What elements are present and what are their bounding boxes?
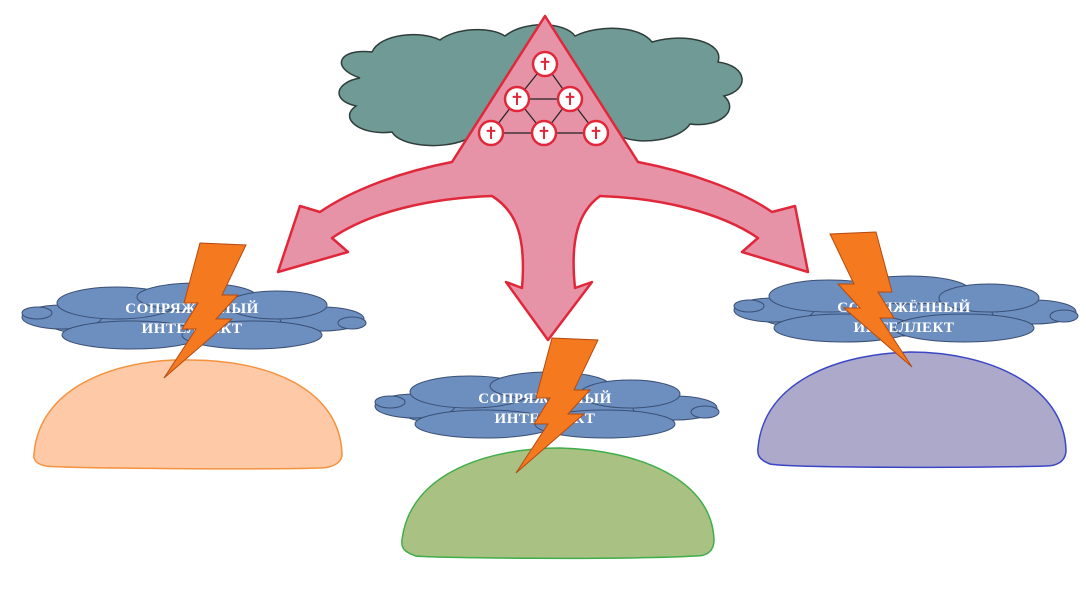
cross-node-icon: ✝ [530, 119, 558, 147]
dome-center [401, 447, 715, 560]
cross-node-icon: ✝ [503, 85, 531, 113]
cloud-right: СОПРЯЖЁННЫЙ ИНТЕЛЛЕКТ [733, 275, 1079, 343]
svg-text:✝: ✝ [563, 90, 577, 110]
svg-text:✝: ✝ [510, 90, 524, 110]
dome-right [757, 351, 1067, 469]
cross-node-icon: ✝ [477, 119, 505, 147]
svg-text:✝: ✝ [537, 124, 551, 144]
cross-node-icon: ✝ [531, 50, 559, 78]
three-way-arrow [276, 14, 810, 342]
dome-left [33, 359, 343, 470]
cross-node-icon: ✝ [582, 119, 610, 147]
cross-node-icon: ✝ [556, 85, 584, 113]
svg-text:✝: ✝ [538, 55, 552, 75]
svg-text:✝: ✝ [484, 124, 498, 144]
svg-text:✝: ✝ [589, 124, 603, 144]
cross-nodes: ✝ ✝ ✝ ✝ ✝ ✝ [477, 50, 610, 147]
